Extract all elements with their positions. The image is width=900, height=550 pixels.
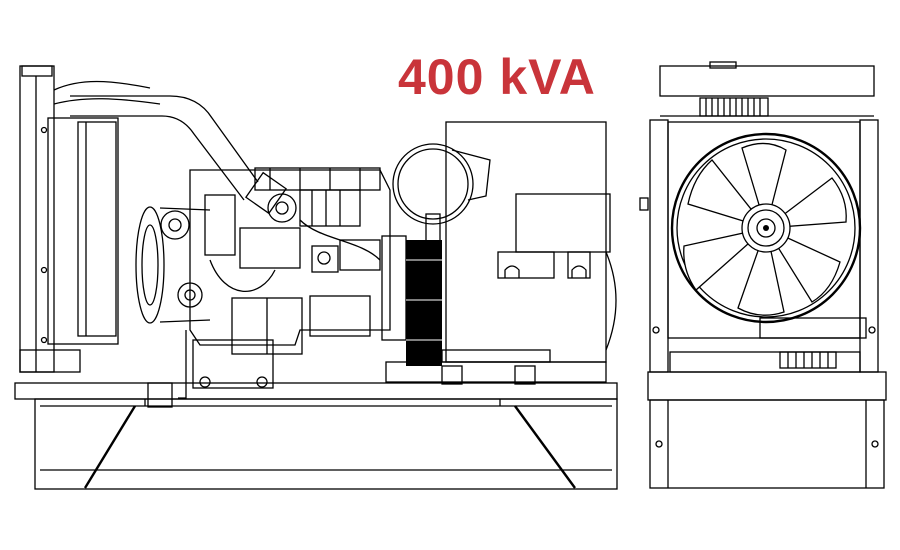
side-view: [14, 65, 618, 490]
alternator: [385, 121, 617, 383]
flywheel-housing: [381, 235, 442, 366]
top-grille: [660, 97, 874, 117]
coolant-pipe: [70, 95, 297, 223]
bottom-grille: [759, 317, 867, 369]
engine-block: [178, 167, 391, 399]
front-view: [639, 61, 887, 489]
radiator-fan: [670, 132, 862, 324]
radiator-frame: [19, 65, 161, 373]
fan-pulley: [135, 206, 211, 324]
power-rating-label: 400 kVA: [398, 49, 596, 105]
air-filter: [392, 143, 491, 243]
base-frame: [14, 365, 618, 490]
